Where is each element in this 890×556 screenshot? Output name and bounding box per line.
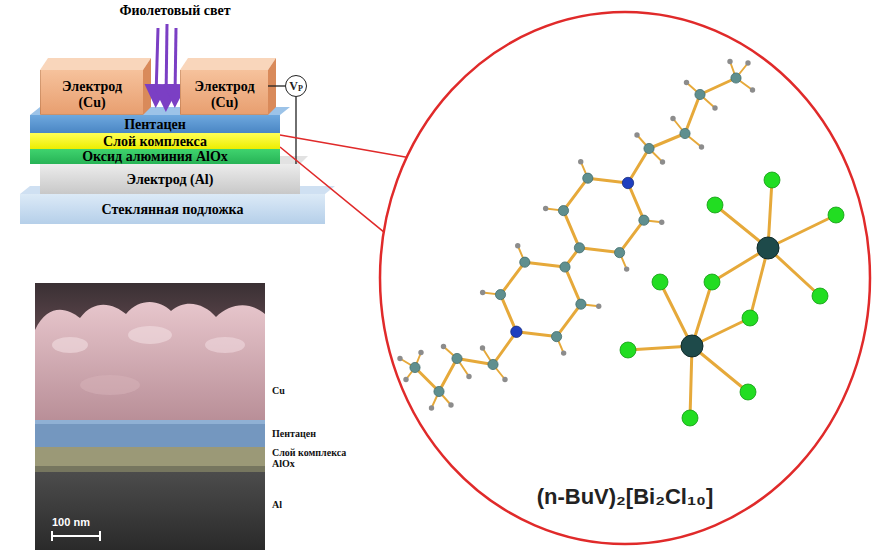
nitrogen-atoms <box>511 177 634 337</box>
voltage-source: VP <box>285 75 307 97</box>
voltage-subscript: P <box>298 85 303 93</box>
light-label: Фиолетовый свет <box>95 3 255 19</box>
sem-image <box>35 283 265 550</box>
node-text: Пентацен <box>124 117 186 132</box>
zoom-outline <box>378 10 872 546</box>
copper-electrode: Электрод (Cu) <box>180 70 268 115</box>
zoom-circle: (n-BuV)₂[Bi₂Cl₁₀] <box>378 10 872 546</box>
sem-layer-label: AlOx <box>272 459 295 469</box>
scale-label: 100 nm <box>52 516 90 528</box>
pentacene-layer: Пентацен <box>30 115 280 133</box>
glass-substrate: Стеклянная подложка <box>20 194 325 224</box>
node-text: Слой комплекса <box>103 134 207 149</box>
node-text: Электрод (Al) <box>127 172 214 187</box>
copper-electrode: Электрод (Cu) <box>40 70 143 115</box>
zoom-ellipse <box>380 12 870 544</box>
wire <box>295 97 296 164</box>
bonds <box>415 78 736 392</box>
node-text: Оксид алюминия AlOx <box>82 149 228 164</box>
bismuth-chloride-anion <box>620 172 844 426</box>
h-bonds <box>400 62 753 409</box>
node-text: Стеклянная подложка <box>102 202 244 217</box>
sem-layer-label: Cu <box>272 386 285 396</box>
wire <box>268 85 285 86</box>
aluminium-electrode: Электрод (Al) <box>40 164 300 194</box>
bonds <box>628 180 836 418</box>
stack-faces <box>20 58 335 194</box>
bismuth-atoms <box>681 237 779 357</box>
sem-layer-label: Al <box>272 500 282 510</box>
node-text: (n-BuV)₂[Bi₂Cl₁₀] <box>537 484 714 510</box>
node-text: Электрод (Cu) <box>191 79 258 111</box>
light-arrows <box>156 24 176 100</box>
node-text: Электрод (Cu) <box>51 79 133 111</box>
complex-layer: Слой комплекса <box>30 133 280 149</box>
chlorine-atoms <box>620 172 844 426</box>
sem-layer-label: Пентацен <box>272 429 316 439</box>
scale-bar <box>52 531 100 541</box>
viologen-cation <box>397 59 755 411</box>
oxide-layer: Оксид алюминия AlOx <box>30 149 280 164</box>
voltage-symbol: V <box>289 80 298 92</box>
carbon-atoms <box>410 73 741 397</box>
sem-layer-label: Слой комплекса <box>272 448 346 458</box>
hydrogen-atoms <box>397 59 755 411</box>
